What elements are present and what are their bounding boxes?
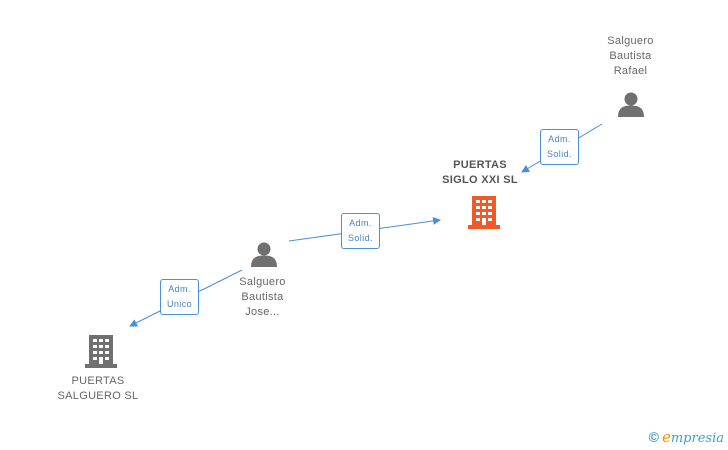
edge-label-rafael-siglo[interactable]: Adm. Solid.	[540, 129, 579, 165]
person-icon[interactable]	[617, 90, 645, 118]
edge-label-jose-siglo[interactable]: Adm. Solid.	[341, 213, 380, 249]
edge-label-jose-salguero[interactable]: Adm. Unico	[160, 279, 200, 315]
copyright-icon: ©	[648, 429, 659, 445]
building-icon[interactable]	[468, 195, 500, 229]
node-label-jose[interactable]: Salguero Bautista Jose...	[239, 276, 286, 318]
node-label-rafael[interactable]: Salguero Bautista Rafael	[607, 35, 654, 77]
node-label-salguero[interactable]: PUERTAS SALGUERO SL	[57, 375, 139, 402]
person-icon[interactable]	[250, 240, 278, 268]
node-label-siglo[interactable]: PUERTAS SIGLO XXI SL	[442, 159, 518, 186]
brand-logo: empresia	[661, 428, 724, 446]
copyright-mark: © empresia	[649, 428, 724, 446]
building-icon[interactable]	[85, 334, 117, 368]
